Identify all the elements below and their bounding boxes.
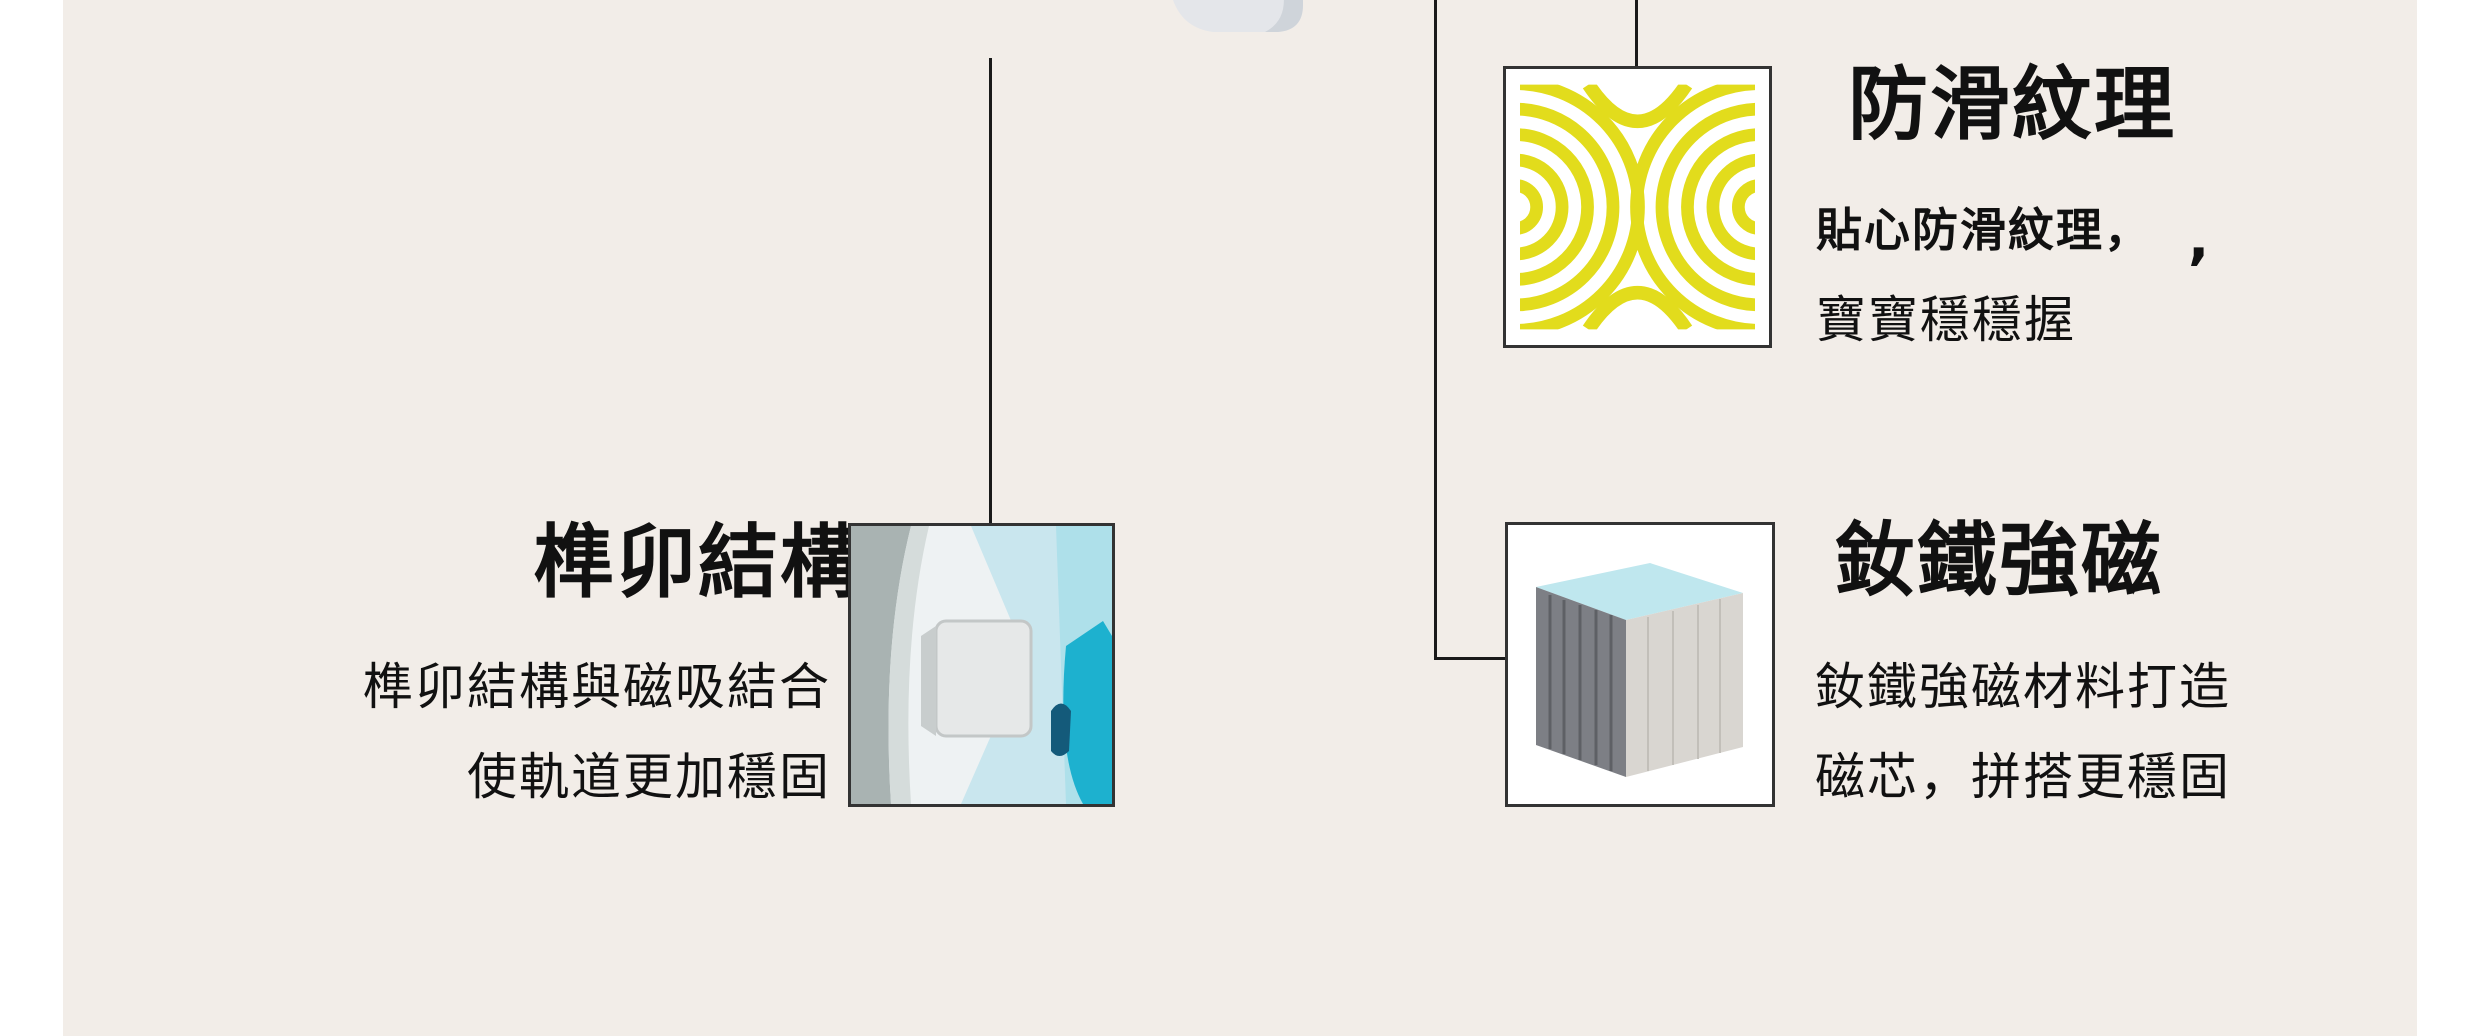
magnet-desc-line-1: 釹鐵強磁材料打造 xyxy=(1815,658,2231,716)
magnet-desc-line-2: 磁芯，拼搭更穩固 xyxy=(1815,748,2231,806)
anti-slip-title: 防滑紋理 xyxy=(1848,58,2176,151)
mortise-thumbnail xyxy=(848,523,1115,807)
mortise-desc-line-2: 使軌道更加穩固 xyxy=(467,748,831,806)
feature-panel: 防滑紋理 貼心防滑紋理， 寶寶穩穩握 , 榫卯結構 榫卯結構與磁吸結合 使軌道更… xyxy=(63,0,2417,1036)
connector-line-anti-slip xyxy=(1635,0,1638,66)
magnet-cube-icon xyxy=(1508,525,1772,804)
anti-slip-pattern-icon xyxy=(1520,84,1755,330)
product-image-fragment xyxy=(1173,0,1303,32)
anti-slip-thumbnail xyxy=(1503,66,1772,348)
mortise-joint-closeup-image xyxy=(851,526,1112,804)
magnet-thumbnail xyxy=(1505,522,1775,807)
stray-comma-mark: , xyxy=(2188,207,2210,272)
connector-line-mortise xyxy=(989,58,992,523)
mortise-title: 榫卯結構 xyxy=(534,516,862,609)
mortise-desc-line-1: 榫卯結構與磁吸結合 xyxy=(363,658,831,716)
connector-line-magnet-vertical xyxy=(1434,0,1437,660)
anti-slip-description: 貼心防滑紋理， 寶寶穩穩握 xyxy=(1816,185,2152,365)
connector-line-magnet-horizontal xyxy=(1434,657,1564,660)
anti-slip-desc-line-1: 貼心防滑紋理， xyxy=(1816,203,2152,257)
magnet-description: 釹鐵強磁材料打造 磁芯，拼搭更穩固 xyxy=(1815,642,2231,822)
mortise-description: 榫卯結構與磁吸結合 使軌道更加穩固 xyxy=(363,642,831,822)
anti-slip-desc-line-2: 寶寶穩穩握 xyxy=(1816,291,2076,349)
magnet-title: 釹鐵強磁 xyxy=(1835,514,2163,607)
